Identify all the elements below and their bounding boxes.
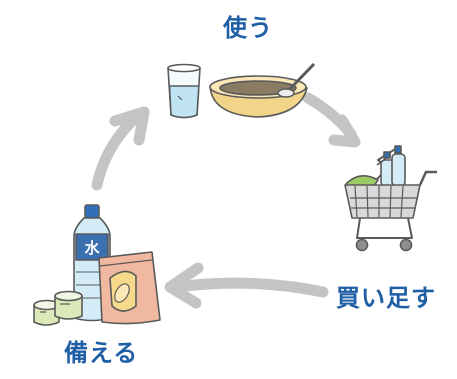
food-bag-icon (98, 251, 161, 325)
porridge-bowl-icon (209, 62, 316, 118)
arrow-prepare-to-use-head (109, 106, 150, 146)
canned-food-icon (33, 290, 83, 326)
step-label-use: 使う (223, 14, 273, 42)
step-label-prepare: 備える (64, 339, 139, 367)
arrow-prepare-to-use (91, 114, 139, 191)
cycle-arrows (91, 92, 361, 309)
water-glass-icon (167, 63, 201, 119)
bottle-label-text: 水 (84, 239, 100, 257)
step-label-buy: 買い足す (336, 284, 436, 312)
arrow-buy-to-prepare-head (164, 262, 204, 309)
shopping-cart-icon (344, 145, 437, 252)
arrow-buy-to-prepare (179, 277, 329, 298)
arrow-use-to-buy-head (328, 114, 361, 148)
